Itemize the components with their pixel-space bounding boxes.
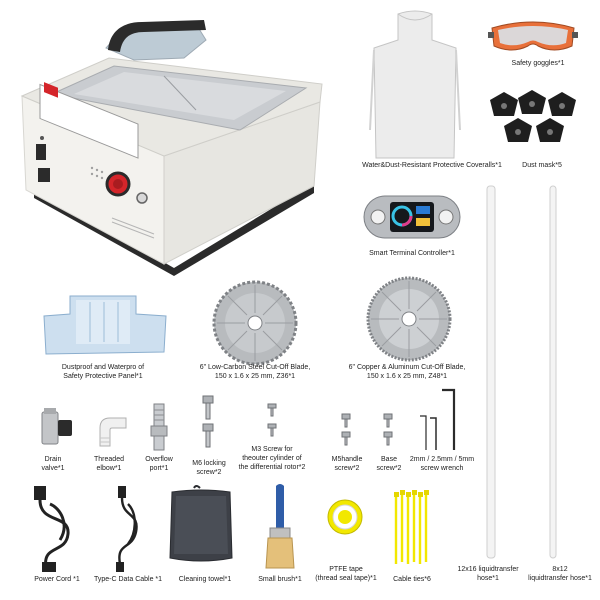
elbow-label-2: elbow*1 [96, 465, 122, 472]
towel-icon [169, 485, 233, 562]
apron-icon [369, 10, 461, 159]
wrench-label-2: screw wrench [420, 465, 464, 472]
m6-label-1: M6 locking [192, 460, 226, 467]
m5-label-2: screw*2 [334, 465, 360, 472]
hex-wrench-icon [420, 388, 456, 450]
brush-icon [265, 484, 295, 569]
saw-machine-icon [20, 20, 323, 276]
ptfe-tape-icon [327, 499, 363, 535]
controller-label: Smart Terminal Controller*1 [369, 250, 455, 257]
overflow-port-icon [150, 403, 168, 451]
base-label-1: Base [381, 456, 397, 463]
usb-cable-icon [116, 486, 138, 572]
goggles-icon [488, 21, 578, 51]
power-cord-icon [34, 486, 70, 572]
overflow-label-1: Overflow [145, 456, 173, 463]
ptfe-label-2: (thread seal tape)*1 [315, 575, 377, 582]
elbow-label-1: Threaded [94, 456, 124, 463]
base-label-2: screw*2 [376, 465, 402, 472]
hose-b-label-1: 8x12 [552, 566, 568, 573]
m3-label-1: M3 Screw for [251, 446, 293, 453]
hose-b-label-2: liquidtransfer hose*1 [528, 575, 592, 582]
terminal-controller-icon [363, 195, 461, 239]
safety-panel-icon [43, 295, 167, 355]
drain-label-2: valve*1 [41, 465, 65, 472]
screw-icon [267, 403, 277, 437]
hose-a-label-2: hose*1 [477, 575, 499, 582]
ties-label: Cable ties*6 [393, 576, 431, 583]
panel-label-2: Safety Protective Panel*1 [63, 373, 143, 380]
drain-label-1: Drain [44, 456, 62, 463]
hose-a-label-1: 12x16 liquidtransfer [457, 566, 519, 573]
blade-cu-label-2: 150 x 1.6 x 25 mm, Z48*1 [366, 373, 448, 380]
hose-icon [549, 185, 557, 559]
hose-icon [486, 185, 496, 559]
overflow-label-2: port*1 [149, 465, 169, 472]
screw-icon [341, 413, 351, 446]
brush-label: Small brush*1 [258, 576, 302, 583]
screw-icon [383, 413, 393, 446]
panel-label-1: Dustproof and Waterpro of [61, 364, 145, 371]
blade-cu-label-1: 6" Copper & Aluminum Cut-Off Blade, [348, 364, 466, 371]
blade-steel-label-2: 150 x 1.6 x 25 mm, Z36*1 [214, 373, 296, 380]
elbow-icon [99, 417, 127, 447]
saw-blade-icon [366, 276, 452, 362]
blade-steel-label-1: 6" Low-Carbon Steel Cut-Off Blade, [199, 364, 311, 371]
drain-valve-icon [41, 408, 72, 445]
m6-label-2: screw*2 [196, 469, 222, 476]
power-label: Power Cord *1 [34, 576, 80, 583]
m3-label-2: theouter cylinder of [242, 455, 302, 462]
coveralls-label: Water&Dust-Resistant Protective Coverall… [362, 162, 502, 169]
m3-label-3: the differential rotor*2 [238, 464, 306, 471]
cable-ties-icon [394, 490, 429, 564]
ptfe-label-1: PTFE tape [329, 566, 363, 573]
dust-mask-label: Dust mask*5 [522, 162, 562, 169]
typec-label: Type-C Data Cable *1 [93, 576, 163, 583]
saw-blade-icon [212, 280, 298, 366]
m5-label-1: M5handle [331, 456, 363, 463]
goggles-label: Safety goggles*1 [511, 60, 565, 67]
towel-label: Cleaning towel*1 [178, 576, 232, 583]
screw-icon [202, 395, 214, 448]
wrench-label-1: 2mm / 2.5mm / 5mm [409, 456, 475, 463]
dust-mask-icon [490, 90, 576, 142]
